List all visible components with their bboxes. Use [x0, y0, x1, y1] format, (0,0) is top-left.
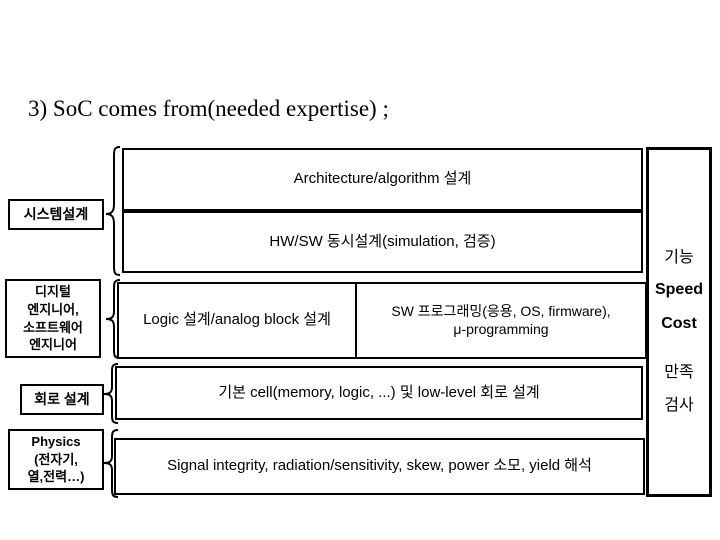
circuit-design-label: 회로 설계 [34, 391, 90, 408]
slide-title: 3) SoC comes from(needed expertise) ; [28, 96, 389, 121]
architecture-label: Architecture/algorithm 설계 [293, 170, 472, 188]
basic-cell-box: 기본 cell(memory, logic, ...) 및 low-level … [115, 366, 643, 420]
hw-sw-codesign-label: HW/SW 동시설계(simulation, 검증) [269, 232, 496, 250]
signal-integrity-box: Signal integrity, radiation/sensitivity,… [114, 438, 645, 495]
sw-programming-line2: μ-programming [453, 320, 549, 337]
basic-cell-label: 기본 cell(memory, logic, ...) 및 low-level … [218, 383, 540, 401]
goal-function: 기능 [664, 249, 694, 266]
physics-line3: 열,전력…) [27, 469, 85, 485]
logic-analog-box: Logic 설계/analog block 설계 [117, 282, 357, 359]
system-design-label-box: 시스템설계 [8, 199, 104, 230]
signal-integrity-label: Signal integrity, radiation/sensitivity,… [167, 457, 592, 475]
goal-inspection: 검사 [664, 397, 694, 414]
sw-programming-box: SW 프로그래밍(응용, OS, firmware), μ-programmin… [355, 282, 647, 359]
brace-circuit-design [103, 363, 119, 424]
goal-satisfaction: 만족 [664, 364, 694, 381]
physics-line1: Physics [31, 434, 81, 450]
digital-engineer-line3: 소프트웨어 [23, 319, 83, 335]
brace-system-design [105, 146, 121, 276]
digital-engineer-line2: 엔지니어, [27, 301, 79, 317]
brace-physics [103, 429, 119, 498]
digital-software-engineer-label-box: 디지털 엔지니어, 소프트웨어 엔지니어 [5, 279, 101, 358]
goal-cost: Cost [661, 315, 697, 332]
digital-engineer-line1: 디지털 [35, 284, 71, 300]
physics-label-box: Physics (전자기, 열,전력…) [8, 429, 104, 490]
architecture-box: Architecture/algorithm 설계 [122, 148, 643, 211]
sw-programming-line1: SW 프로그래밍(응용, OS, firmware), [391, 303, 611, 319]
circuit-design-label-box: 회로 설계 [20, 384, 104, 415]
physics-line2: (전자기, [34, 451, 78, 467]
digital-engineer-line4: 엔지니어 [29, 337, 77, 353]
goal-speed: Speed [654, 281, 703, 298]
logic-analog-label: Logic 설계/analog block 설계 [143, 311, 331, 329]
hw-sw-codesign-box: HW/SW 동시설계(simulation, 검증) [122, 211, 643, 273]
system-design-label: 시스템설계 [23, 206, 89, 223]
brace-digital-engineer [105, 279, 121, 359]
goals-panel: 기능 Speed Cost 만족 검사 [646, 147, 712, 497]
